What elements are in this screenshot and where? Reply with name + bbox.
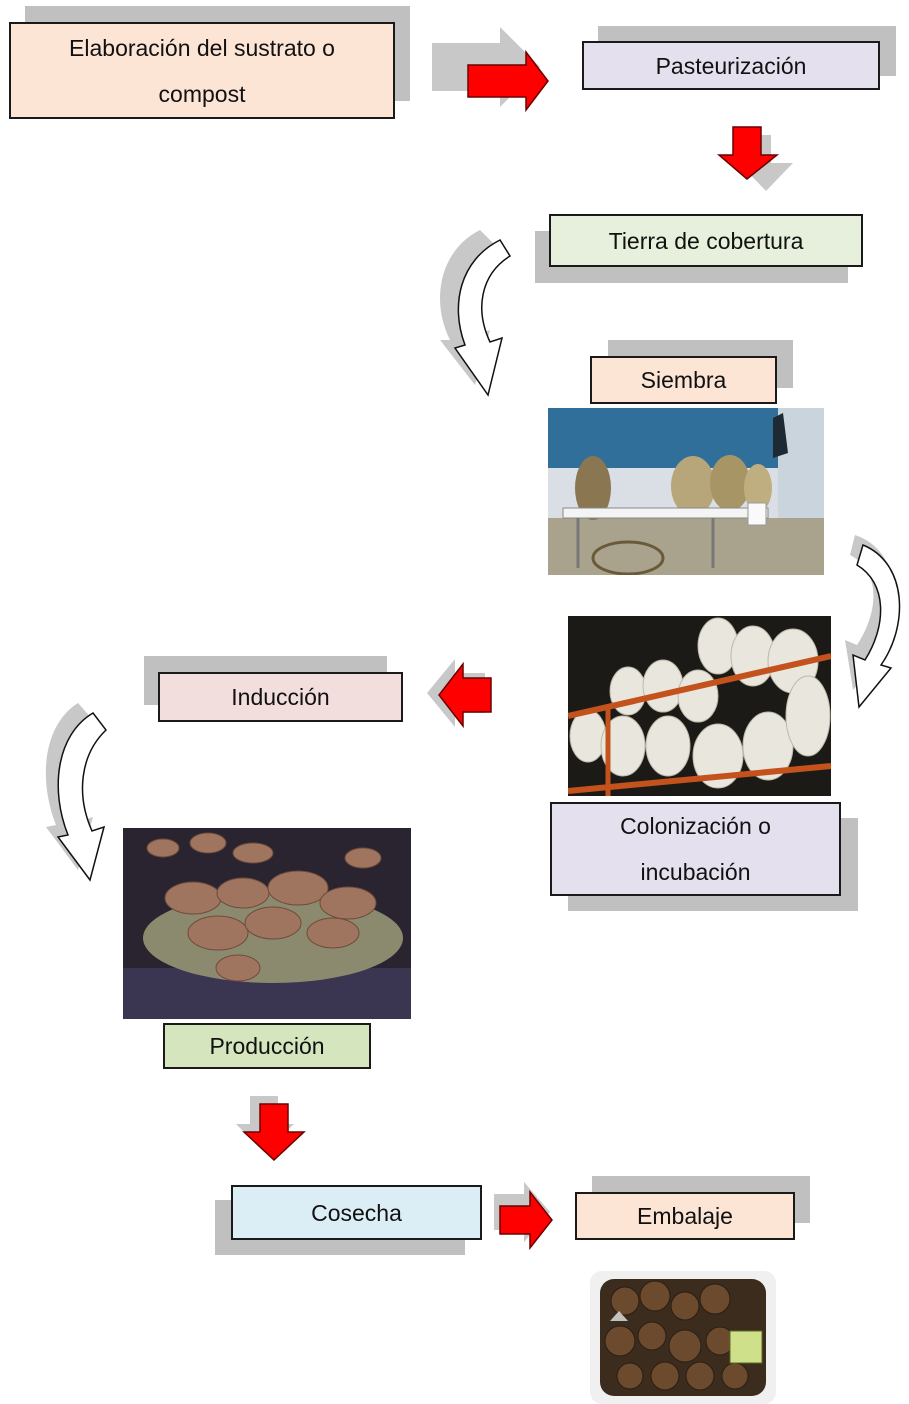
step-embalaje-label: Embalaje: [637, 1203, 733, 1229]
step-colonizacion-label: Colonización o incubación: [620, 813, 771, 885]
step-induccion-label: Inducción: [231, 684, 330, 710]
step-siembra-label: Siembra: [640, 367, 727, 393]
arrow-right-icon: [432, 27, 549, 113]
step-produccion: Producción: [163, 1023, 371, 1069]
curved-arrow-icon: [440, 230, 512, 397]
step-tierra-cobertura: Tierra de cobertura: [549, 214, 863, 267]
step-sustrato-label: Elaboración del sustrato o compost: [69, 34, 335, 107]
step-tierra-cobertura-label: Tierra de cobertura: [608, 227, 804, 254]
step-sustrato: Elaboración del sustrato o compost: [9, 22, 395, 119]
produccion-photo: [123, 828, 411, 1019]
step-pasteurizacion-label: Pasteurización: [655, 52, 807, 79]
arrow-right-icon: [494, 1182, 553, 1251]
arrow-down-icon: [716, 126, 793, 191]
siembra-photo: [548, 408, 824, 575]
step-colonizacion: Colonización o incubación: [550, 802, 841, 896]
step-cosecha: Cosecha: [231, 1185, 482, 1240]
embalaje-photo: [590, 1271, 776, 1404]
step-cosecha-label: Cosecha: [311, 1199, 402, 1226]
curved-arrow-icon: [845, 535, 901, 709]
step-siembra: Siembra: [590, 356, 777, 404]
step-pasteurizacion: Pasteurización: [582, 41, 880, 90]
step-induccion: Inducción: [158, 672, 403, 722]
colonizacion-photo: [568, 616, 831, 796]
curved-arrow-icon: [45, 703, 108, 882]
arrow-down-icon: [236, 1096, 306, 1162]
step-produccion-label: Producción: [209, 1033, 325, 1059]
step-embalaje: Embalaje: [575, 1192, 795, 1240]
arrow-left-icon: [427, 659, 492, 729]
